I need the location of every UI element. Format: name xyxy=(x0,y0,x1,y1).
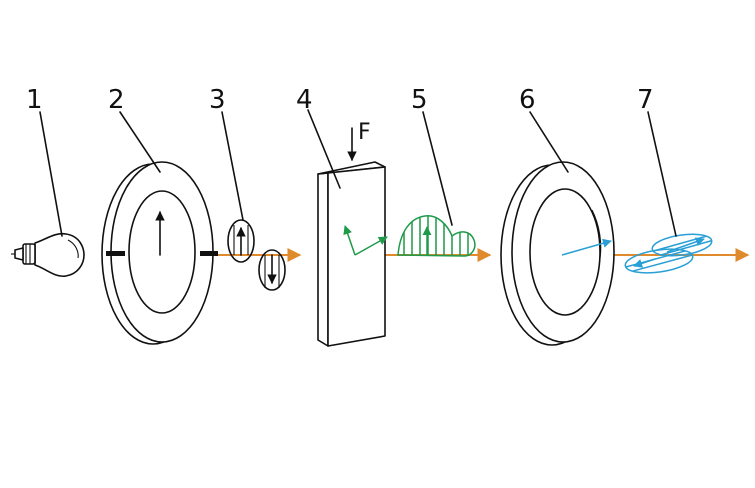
light-bulb-icon xyxy=(11,232,85,278)
leader-5 xyxy=(422,111,453,226)
leader-2 xyxy=(119,111,161,173)
ring-analyzer-icon xyxy=(500,161,615,346)
leader-4 xyxy=(307,109,341,189)
label-3: 3 xyxy=(209,85,226,115)
label-5: 5 xyxy=(411,85,428,115)
leader-1 xyxy=(39,111,63,237)
label-7: 7 xyxy=(637,85,654,115)
leader-6 xyxy=(529,111,569,173)
polarized-wave-vertical xyxy=(227,219,286,291)
ring-polarizer-icon xyxy=(101,161,218,345)
label-2: 2 xyxy=(108,85,125,115)
label-1: 1 xyxy=(26,85,43,115)
label-4: 4 xyxy=(296,85,313,115)
glass-plate-icon xyxy=(317,161,386,347)
leader-3 xyxy=(221,111,244,221)
label-6: 6 xyxy=(519,85,536,115)
blue-output-wave xyxy=(561,233,714,275)
force-label: F xyxy=(358,120,371,145)
leader-7 xyxy=(647,111,677,237)
